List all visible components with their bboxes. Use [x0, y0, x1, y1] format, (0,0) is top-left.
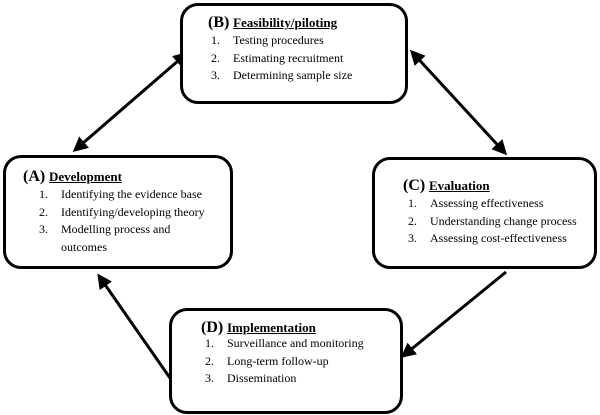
box-header: (A) Development	[23, 168, 122, 186]
item-text: Long-term follow-up	[227, 353, 329, 368]
item-text: Understanding change process	[430, 213, 577, 228]
list-item: 1. Surveillance and monitoring	[205, 335, 364, 353]
item-number: 3.	[39, 222, 48, 236]
list-item: 2. Long-term follow-up	[205, 353, 364, 371]
item-text: Estimating recruitment	[233, 50, 344, 65]
item-text: Dissemination	[227, 371, 297, 385]
item-text: Assessing effectiveness	[430, 196, 544, 210]
list-item: 3. Dissemination	[205, 370, 364, 388]
item-number: 1.	[408, 196, 417, 210]
list-item: 3. Modelling process and outcomes	[39, 221, 211, 256]
list-item: 3. Assessing cost-effectiveness	[408, 230, 577, 248]
item-number: 3.	[211, 68, 220, 82]
item-number: 1.	[211, 33, 220, 47]
item-text: Surveillance and monitoring	[227, 336, 364, 350]
box-letter: (D)	[201, 319, 224, 336]
box-header: (C) Evaluation	[403, 177, 490, 195]
box-title: Development	[48, 169, 122, 184]
item-text: Assessing cost-effectiveness	[430, 231, 567, 245]
box-development: (A) Development 1. Identifying the eviden…	[3, 155, 233, 269]
box-letter: (B)	[208, 14, 230, 31]
item-number: 1.	[39, 187, 48, 201]
item-list: 1. Surveillance and monitoring 2. Long-ter…	[205, 335, 364, 388]
item-number: 3.	[408, 231, 417, 245]
list-item: 1. Testing procedures	[211, 32, 352, 50]
box-implementation: (D) Implementation 1. Surveillance and mo…	[169, 308, 403, 414]
list-item: 1. Identifying the evidence base	[39, 186, 211, 204]
item-number: 2.	[408, 213, 417, 228]
item-text: Identifying the evidence base	[61, 187, 202, 201]
item-text: Modelling process and outcomes	[61, 222, 171, 254]
item-list: 1. Testing procedures 2. Estimating recrui…	[211, 32, 352, 85]
box-title: Feasibility/piloting	[233, 15, 338, 30]
item-number: 2.	[211, 50, 220, 65]
list-item: 1. Assessing effectiveness	[408, 195, 577, 213]
item-number: 2.	[205, 353, 214, 368]
list-item: 2. Understanding change process	[408, 213, 577, 231]
box-feasibility-piloting: (B) Feasibility/piloting 1. Testing proce…	[180, 3, 408, 104]
item-list: 1. Identifying the evidence base 2. Identi…	[39, 186, 211, 256]
box-evaluation: (C) Evaluation 1. Assessing effectiveness…	[372, 157, 597, 269]
arrow-c-d	[400, 270, 507, 358]
item-number: 2.	[39, 204, 48, 219]
list-item: 2. Identifying/developing theory	[39, 204, 211, 222]
box-letter: (C)	[403, 177, 426, 194]
item-text: Testing procedures	[233, 33, 324, 47]
item-text: Identifying/developing theory	[61, 204, 205, 219]
box-title: Evaluation	[428, 178, 490, 193]
item-number: 3.	[205, 371, 214, 385]
box-letter: (A)	[23, 168, 46, 185]
item-list: 1. Assessing effectiveness 2. Understandin…	[408, 195, 577, 248]
box-header: (D) Implementation	[201, 319, 316, 337]
arrow-d-a	[97, 273, 172, 379]
box-title: Implementation	[226, 320, 316, 335]
list-item: 2. Estimating recruitment	[211, 50, 352, 68]
list-item: 3. Determining sample size	[211, 67, 352, 85]
arrow-b-c	[409, 49, 508, 156]
box-header: (B) Feasibility/piloting	[208, 14, 337, 32]
item-text: Determining sample size	[233, 68, 353, 82]
arrow-a-b	[72, 52, 189, 152]
item-number: 1.	[205, 336, 214, 350]
